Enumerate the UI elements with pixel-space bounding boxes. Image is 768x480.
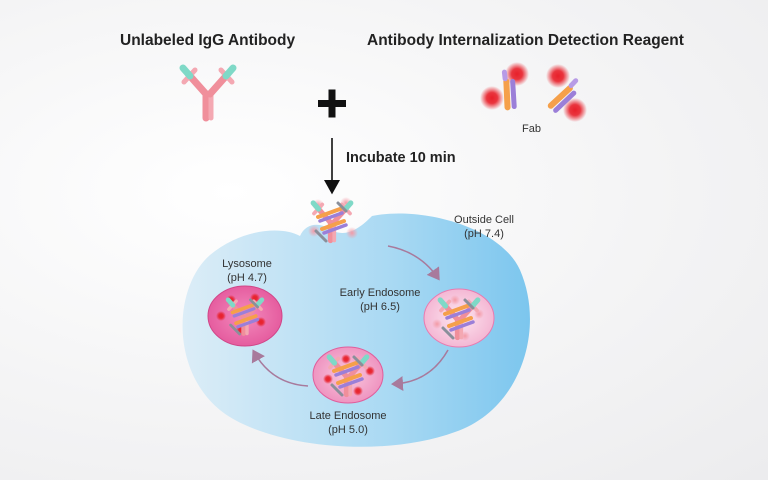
arrow-to-late-endosome [391,349,449,391]
surface-complex-icon [308,197,358,241]
early-endosome [423,288,495,348]
outside-cell-ph: (pH 7.4) [464,228,504,240]
incubate-label: Incubate 10 min [346,150,456,166]
outside-cell-label: Outside Cell (pH 7.4) [441,213,527,241]
lysosome-ph: (pH 4.7) [227,272,267,284]
early-endosome-label: Early Endosome (pH 6.5) [330,286,430,314]
lysosome-name: Lysosome [222,258,272,270]
fab-reagent-icon [480,62,587,122]
early-endosome-ph: (pH 6.5) [360,301,400,313]
plus-icon [318,89,346,118]
late-endosome-name: Late Endosome [309,410,387,422]
lysosome [207,285,283,347]
outside-cell-name: Outside Cell [454,214,514,226]
cell-body [182,213,530,447]
igg-title: Unlabeled IgG Antibody [120,32,296,49]
reagent-title: Antibody Internalization Detection Reage… [367,32,684,49]
arrow-to-early-endosome [387,245,440,281]
late-endosome-label: Late Endosome (pH 5.0) [296,409,400,437]
late-endosome [312,346,384,404]
late-endosome-ph: (pH 5.0) [328,424,368,436]
arrow-to-lysosome [251,349,309,387]
fab-label: Fab [522,123,541,135]
early-endosome-name: Early Endosome [339,287,421,299]
igg-antibody-icon [183,68,233,118]
lysosome-label: Lysosome (pH 4.7) [212,257,282,285]
